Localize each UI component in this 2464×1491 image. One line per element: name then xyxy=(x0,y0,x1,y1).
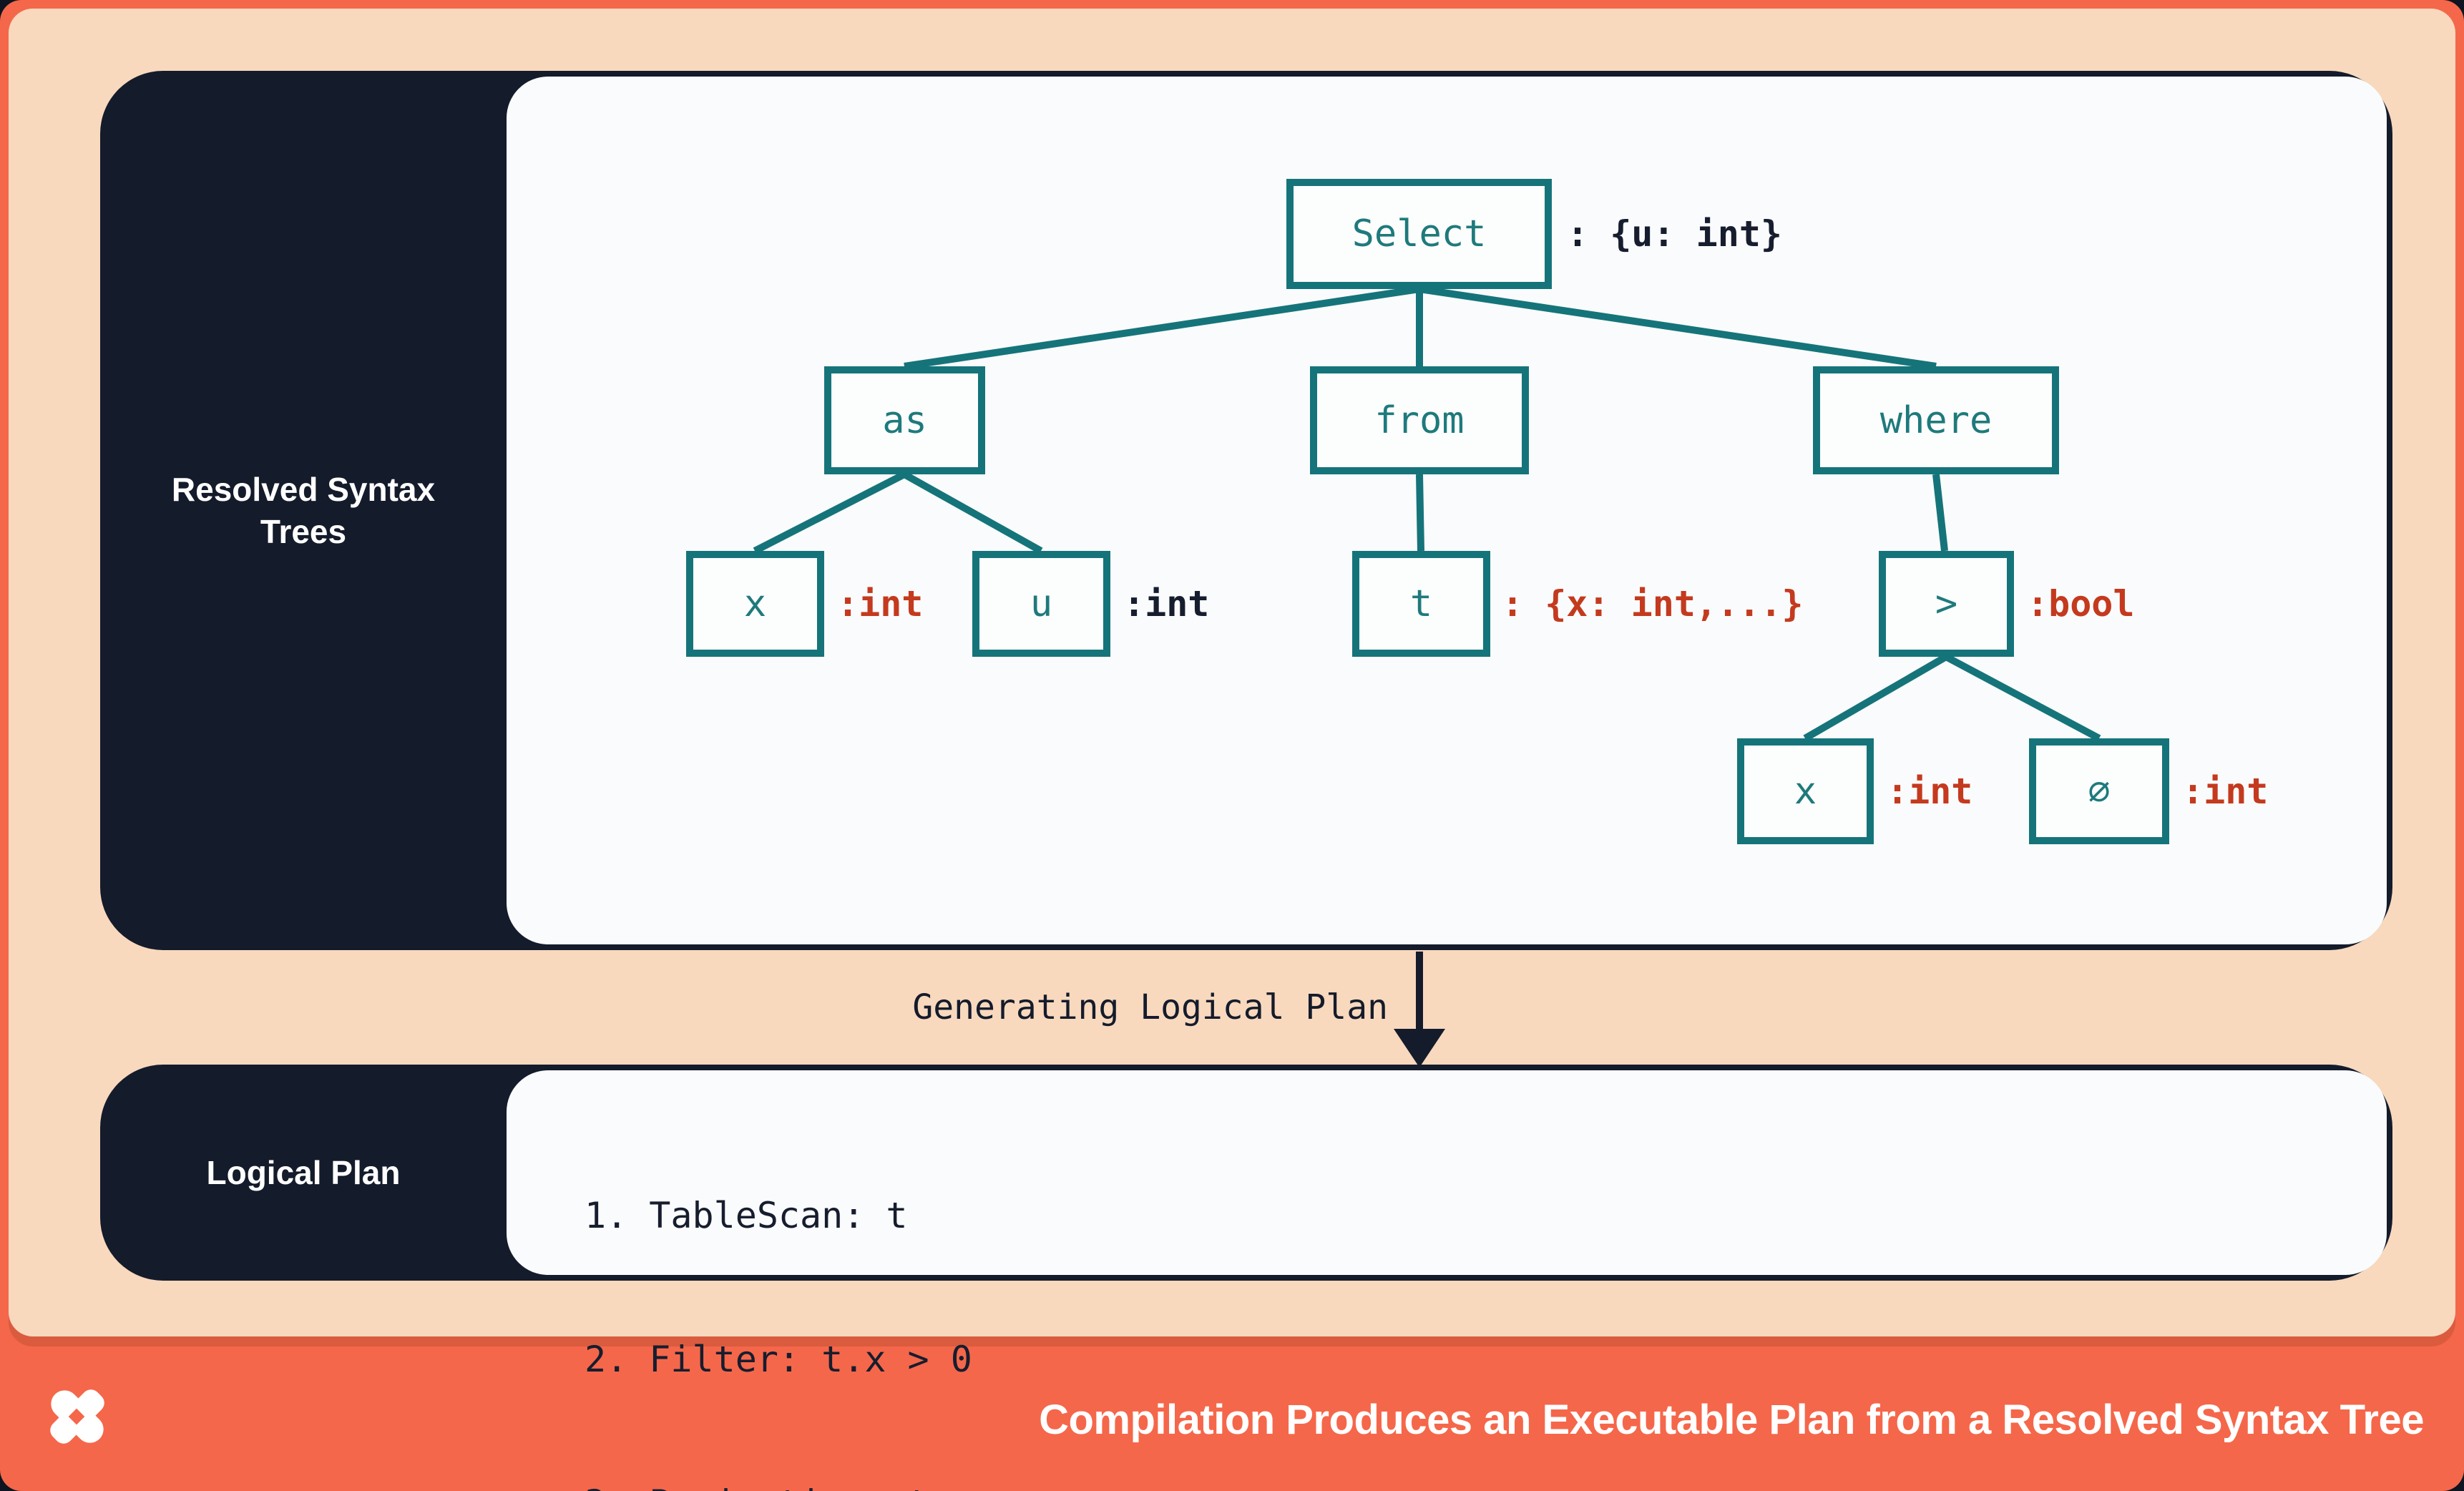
logical-panel-label: Logical Plan xyxy=(206,1153,401,1191)
node-label: x xyxy=(743,582,767,625)
plan-step-3: 3. Projection: t.x as u xyxy=(585,1480,1080,1491)
node-label: where xyxy=(1879,399,1993,442)
annotation-gt-type: :bool xyxy=(2027,583,2135,625)
logical-plan-panel: Logical Plan xyxy=(100,1065,2392,1281)
node-label: u xyxy=(1030,582,1053,625)
node-label: Select xyxy=(1351,212,1487,255)
tree-node-gt: > xyxy=(1879,551,2014,657)
transition-label: Generating Logical Plan xyxy=(912,987,1388,1027)
logical-plan-steps: 1. TableScan: t 2. Filter: t.x > 0 3. Pr… xyxy=(585,1096,1080,1491)
footer-title: Compilation Produces an Executable Plan … xyxy=(1039,1396,2424,1443)
plan-canvas xyxy=(507,1070,2387,1275)
annotation-zero-type: :int xyxy=(2182,771,2269,812)
node-label: > xyxy=(1935,582,1958,625)
annotation-select-type: : {u: int} xyxy=(1567,213,1783,255)
annotation-x-type: :int xyxy=(837,583,924,625)
resolved-panel-label: Resolved Syntax Trees xyxy=(171,470,436,550)
node-label: x xyxy=(1794,770,1817,813)
plan-step-2: 2. Filter: t.x > 0 xyxy=(585,1339,972,1380)
tree-node-as: as xyxy=(824,366,985,474)
tree-node-u: u xyxy=(972,551,1110,657)
tree-node-x-as: x xyxy=(686,551,824,657)
tree-node-select: Select xyxy=(1286,179,1552,289)
node-label: t xyxy=(1409,582,1433,625)
tree-node-zero: ∅ xyxy=(2029,738,2169,844)
node-label: as xyxy=(882,399,927,442)
tree-node-from: from xyxy=(1310,366,1529,474)
tree-node-x-where: x xyxy=(1737,738,1874,844)
node-label: ∅ xyxy=(2088,770,2111,813)
plan-step-1: 1. TableScan: t xyxy=(585,1195,908,1236)
annotation-x2-type: :int xyxy=(1887,771,1973,812)
dolt-x-logo-icon xyxy=(50,1389,104,1444)
node-label: from xyxy=(1374,399,1465,442)
tree-node-where: where xyxy=(1813,366,2059,474)
annotation-u-type: :int xyxy=(1123,583,1210,625)
annotation-t-type: : {x: int,...} xyxy=(1502,583,1804,625)
tree-node-t: t xyxy=(1352,551,1490,657)
